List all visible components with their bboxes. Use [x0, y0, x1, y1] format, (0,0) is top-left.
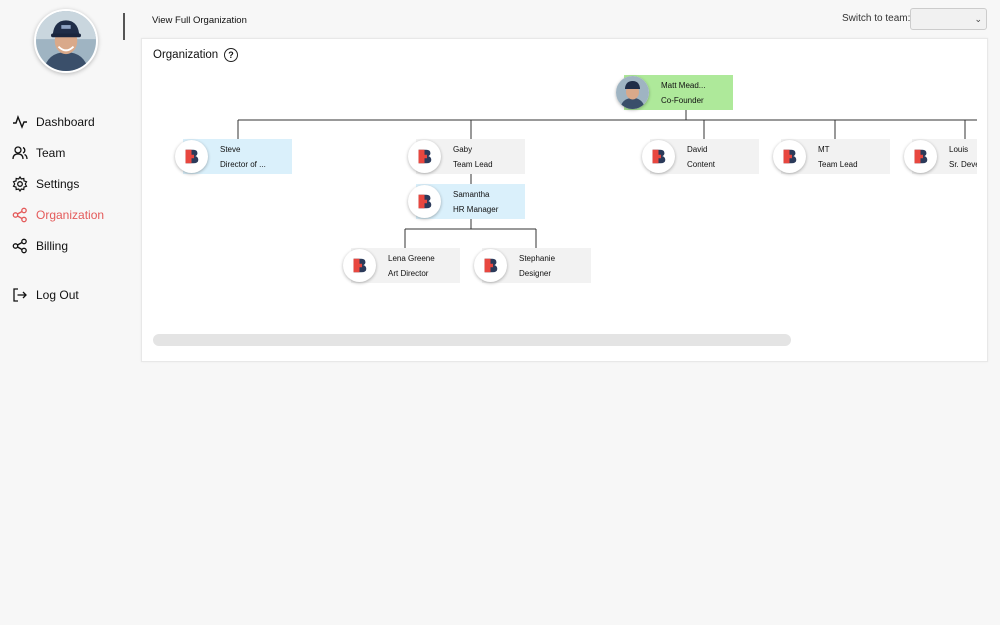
org-card-name: MT — [818, 145, 830, 154]
company-logo-icon — [408, 140, 441, 173]
org-card-name: David — [687, 145, 708, 154]
organization-panel: Organization ? — [141, 38, 988, 362]
org-chart: Matt Mead... Co-Founder Steve Director o… — [142, 39, 977, 329]
user-photo — [36, 11, 96, 71]
company-logo-icon — [773, 140, 806, 173]
org-card-louis[interactable]: Louis Sr. Deve — [904, 139, 977, 174]
logout-icon — [12, 287, 28, 303]
org-card-role: Art Director — [388, 269, 429, 278]
org-card-role: Director of ... — [220, 160, 266, 169]
avatar — [616, 76, 649, 109]
company-logo-icon — [343, 249, 376, 282]
org-card-david[interactable]: David Content — [642, 139, 759, 174]
help-icon[interactable]: ? — [224, 48, 238, 62]
sidebar-item-label: Organization — [36, 207, 105, 222]
sidebar: Dashboard Team Settings Organization Bil… — [0, 0, 130, 625]
sidebar-nav: Dashboard Team Settings Organization Bil… — [12, 106, 104, 310]
view-full-organization-link[interactable]: View Full Organization — [152, 15, 247, 26]
org-card-name: Samantha — [453, 190, 490, 199]
sidebar-divider — [123, 13, 125, 40]
org-card-name: Lena Greene — [388, 254, 435, 263]
team-select[interactable]: ⌄ — [910, 8, 987, 30]
org-card-name: Louis — [949, 145, 969, 154]
org-card-name: Gaby — [453, 145, 473, 154]
sidebar-item-dashboard[interactable]: Dashboard — [12, 106, 104, 137]
share-icon — [12, 238, 28, 254]
org-card-name: Steve — [220, 145, 241, 154]
company-logo-icon — [904, 140, 937, 173]
org-card-samantha[interactable]: Samantha HR Manager — [408, 184, 525, 219]
sidebar-item-label: Settings — [36, 176, 80, 191]
sidebar-item-label: Billing — [36, 238, 69, 253]
logout-button[interactable]: Log Out — [12, 279, 104, 310]
horizontal-scrollbar[interactable] — [153, 334, 791, 346]
org-card-gaby[interactable]: Gaby Team Lead — [408, 139, 525, 174]
users-icon — [12, 145, 28, 161]
org-card-mt[interactable]: MT Team Lead — [773, 139, 890, 174]
share-icon — [12, 207, 28, 223]
org-card-stephanie[interactable]: Stephanie Designer — [474, 248, 591, 283]
sidebar-item-billing[interactable]: Billing — [12, 230, 104, 261]
gear-icon — [12, 175, 28, 192]
org-card-name: Matt Mead... — [661, 81, 706, 90]
company-logo-icon — [408, 185, 441, 218]
nav-spacer — [12, 261, 104, 279]
root-avatar-photo — [616, 76, 649, 109]
org-card-role: Content — [687, 160, 716, 169]
org-card-role: Team Lead — [818, 160, 858, 169]
sidebar-item-label: Dashboard — [36, 114, 95, 129]
org-card-lena-greene[interactable]: Lena Greene Art Director — [343, 248, 460, 283]
org-card-role: Team Lead — [453, 160, 493, 169]
sidebar-item-organization[interactable]: Organization — [12, 199, 104, 230]
switch-team-label: Switch to team: — [842, 13, 911, 24]
user-avatar[interactable] — [34, 9, 98, 73]
org-card-role: HR Manager — [453, 205, 499, 214]
sidebar-item-team[interactable]: Team — [12, 137, 104, 168]
sidebar-item-label: Team — [36, 145, 66, 160]
org-card-role: Sr. Deve — [949, 160, 977, 169]
logout-label: Log Out — [36, 287, 79, 302]
panel-title: Organization — [153, 49, 219, 61]
org-card-role: Designer — [519, 269, 552, 278]
company-logo-icon — [175, 140, 208, 173]
org-card-root[interactable]: Matt Mead... Co-Founder — [616, 75, 733, 110]
org-card-role: Co-Founder — [661, 96, 704, 105]
company-logo-icon — [642, 140, 675, 173]
chevron-down-icon: ⌄ — [974, 14, 982, 24]
org-card-steve[interactable]: Steve Director of ... — [175, 139, 292, 174]
sidebar-item-settings[interactable]: Settings — [12, 168, 104, 199]
org-connectors — [237, 110, 977, 248]
org-card-name: Stephanie — [519, 254, 556, 263]
company-logo-icon — [474, 249, 507, 282]
activity-icon — [12, 114, 28, 130]
